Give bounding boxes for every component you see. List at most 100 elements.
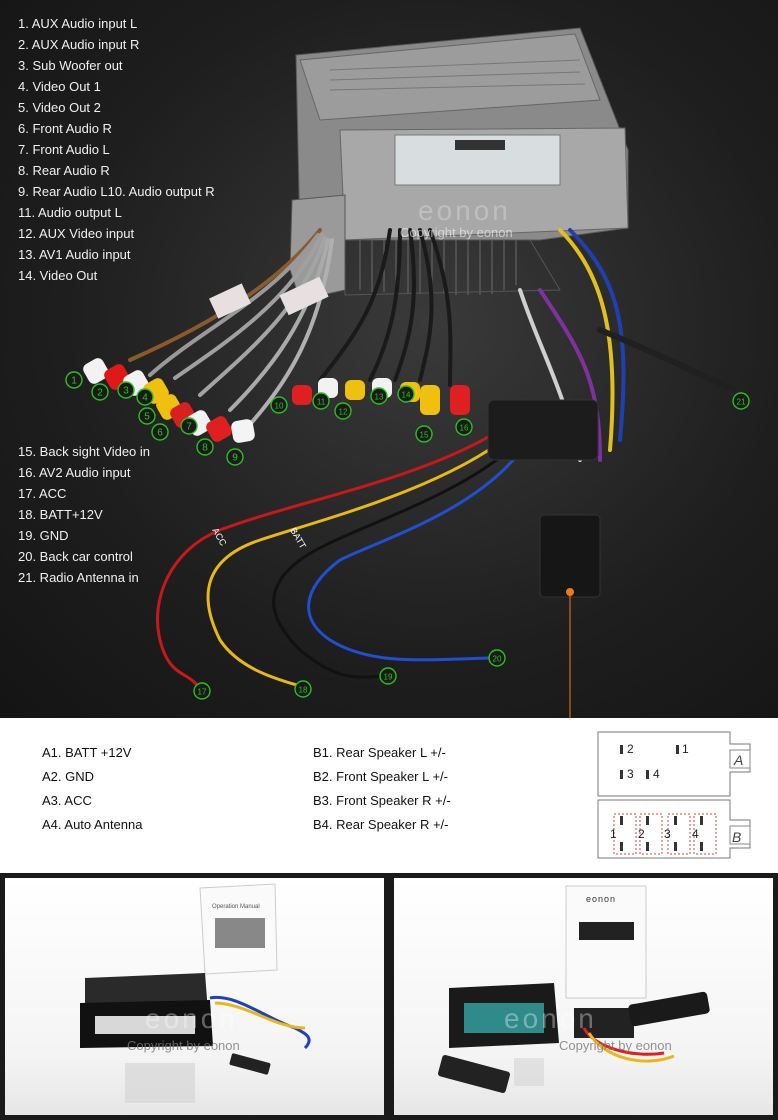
legend-item: 1. AUX Audio input L xyxy=(18,16,138,31)
connector-spec-panel: A1. BATT +12V A2. GND A3. ACC A4. Auto A… xyxy=(0,718,778,873)
callout-marker-label: 19 xyxy=(384,673,393,682)
callout-marker-label: 5 xyxy=(144,412,150,423)
photo-watermark-brand: eonon xyxy=(504,1003,597,1034)
callout-marker-label: 8 xyxy=(202,443,208,454)
pin-spec: A2. GND xyxy=(42,769,95,784)
photo-watermark-brand: eonon xyxy=(145,1003,238,1034)
callout-marker-label: 11 xyxy=(317,398,326,407)
watermark-copyright: Copyright by eonon xyxy=(400,225,513,240)
legend-item: 16. AV2 Audio input xyxy=(18,465,131,480)
callout-marker-label: 3 xyxy=(123,386,129,397)
callout-marker-label: 20 xyxy=(493,655,502,664)
legend-item: 2. AUX Audio input R xyxy=(18,37,140,52)
iso-connector-diagram: A 2 1 3 4 B 1 2 3 4 xyxy=(597,731,751,859)
legend-item: 21. Radio Antenna in xyxy=(18,570,139,585)
legend-item: 12. AUX Video input xyxy=(18,226,135,241)
callout-marker-4: 4 xyxy=(136,388,154,406)
callout-marker-12: 12 xyxy=(334,402,352,420)
callout-marker-3: 3 xyxy=(117,381,135,399)
legend-item: 11. Audio output L xyxy=(18,205,122,220)
callout-marker-label: 17 xyxy=(198,688,207,697)
callout-marker-7: 7 xyxy=(180,417,198,435)
callout-marker-label: 10 xyxy=(275,402,284,411)
manual-title: Operation Manual xyxy=(212,904,260,910)
callout-marker-9: 9 xyxy=(226,448,244,466)
photo-watermark-copyright: Copyright by eonon xyxy=(559,1038,672,1053)
pin-spec: B1. Rear Speaker L +/- xyxy=(313,745,446,760)
legend-item: 4. Video Out 1 xyxy=(18,79,101,94)
callout-marker-label: 18 xyxy=(299,686,308,695)
legend-item: 14. Video Out xyxy=(18,268,98,283)
callout-marker-21: 21 xyxy=(732,392,750,410)
connector-b-list: B1. Rear Speaker L +/- B2. Front Speaker… xyxy=(313,741,451,837)
package-photo-1: Operation Manual eonon Copyright by eono… xyxy=(5,878,384,1115)
legend-item: 8. Rear Audio R xyxy=(18,163,110,178)
callout-marker-label: 13 xyxy=(375,393,384,402)
watermark-brand: eonon xyxy=(418,195,511,226)
power-harness xyxy=(156,228,738,692)
legend-bottom: 15. Back sight Video in 16. AV2 Audio in… xyxy=(18,441,150,588)
callout-marker-11: 11 xyxy=(312,392,330,410)
legend-item: 6. Front Audio R xyxy=(18,121,112,136)
rca-cable-loom xyxy=(128,228,453,432)
photo-watermark-copyright: Copyright by eonon xyxy=(127,1038,240,1053)
legend-item: 7. Front Audio L xyxy=(18,142,110,157)
pin-label: 4 xyxy=(692,827,699,841)
callout-marker-13: 13 xyxy=(370,387,388,405)
pin-label: 4 xyxy=(653,767,660,781)
legend-item: 20. Back car control xyxy=(18,549,133,564)
callout-marker-5: 5 xyxy=(138,407,156,425)
legend-item: 18. BATT+12V xyxy=(18,507,103,522)
callout-marker-label: 7 xyxy=(186,422,192,433)
package-photos: Operation Manual eonon Copyright by eono… xyxy=(0,873,778,1120)
pin-spec: A1. BATT +12V xyxy=(42,745,132,760)
callout-marker-label: 6 xyxy=(157,428,163,439)
legend-top: 1. AUX Audio input L 2. AUX Audio input … xyxy=(18,13,215,286)
package-contents-drawing: eonon eonon Copyright by eonon xyxy=(438,885,710,1094)
callout-marker-label: 4 xyxy=(142,393,148,404)
legend-item: 3. Sub Woofer out xyxy=(18,58,123,73)
callout-marker-16: 16 xyxy=(455,418,473,436)
pin-label: 2 xyxy=(627,742,634,756)
callout-marker-label: 16 xyxy=(460,424,469,433)
legend-item: 9. Rear Audio L10. Audio output R xyxy=(18,184,215,199)
pin-label: 2 xyxy=(638,827,645,841)
connector-a-list: A1. BATT +12V A2. GND A3. ACC A4. Auto A… xyxy=(42,741,142,837)
callout-marker-15: 15 xyxy=(415,425,433,443)
callout-marker-label: 1 xyxy=(71,376,77,387)
callout-marker-label: 2 xyxy=(97,388,103,399)
connector-a-label: A xyxy=(733,752,743,768)
callout-marker-label: 14 xyxy=(402,391,411,400)
pin-spec: B4. Rear Speaker R +/- xyxy=(313,817,449,832)
legend-item: 13. AV1 Audio input xyxy=(18,247,131,262)
pin-spec: B2. Front Speaker L +/- xyxy=(313,769,449,784)
pin-label: 3 xyxy=(664,827,671,841)
callout-marker-18: 18 xyxy=(294,680,312,698)
box-brand: eonon xyxy=(586,894,616,904)
legend-item: 17. ACC xyxy=(18,486,67,501)
pin-spec: A3. ACC xyxy=(42,793,92,808)
connector-b-label: B xyxy=(732,829,741,845)
pin-label: 1 xyxy=(682,742,689,756)
legend-item: 5. Video Out 2 xyxy=(18,100,101,115)
callout-marker-10: 10 xyxy=(270,396,288,414)
callout-marker-label: 15 xyxy=(420,431,429,440)
callout-marker-label: 9 xyxy=(232,453,238,464)
callout-marker-label: 12 xyxy=(339,408,348,417)
callout-marker-2: 2 xyxy=(91,383,109,401)
package-contents-drawing: Operation Manual eonon Copyright by eono… xyxy=(80,883,311,1103)
callout-marker-6: 6 xyxy=(151,423,169,441)
callout-marker-20: 20 xyxy=(488,649,506,667)
callout-marker-19: 19 xyxy=(379,667,397,685)
callout-marker-14: 14 xyxy=(397,385,415,403)
pin-label: 1 xyxy=(610,827,617,841)
callout-marker-label: 21 xyxy=(737,398,746,407)
pin-spec: B3. Front Speaker R +/- xyxy=(313,793,451,808)
callout-marker-17: 17 xyxy=(193,682,211,700)
cable-tag-batt: BATT xyxy=(288,526,308,551)
pin-label: 3 xyxy=(627,767,634,781)
legend-item: 19. GND xyxy=(18,528,69,543)
wiring-photo-area: 1. AUX Audio input L 2. AUX Audio input … xyxy=(0,0,778,718)
callout-marker-8: 8 xyxy=(196,438,214,456)
